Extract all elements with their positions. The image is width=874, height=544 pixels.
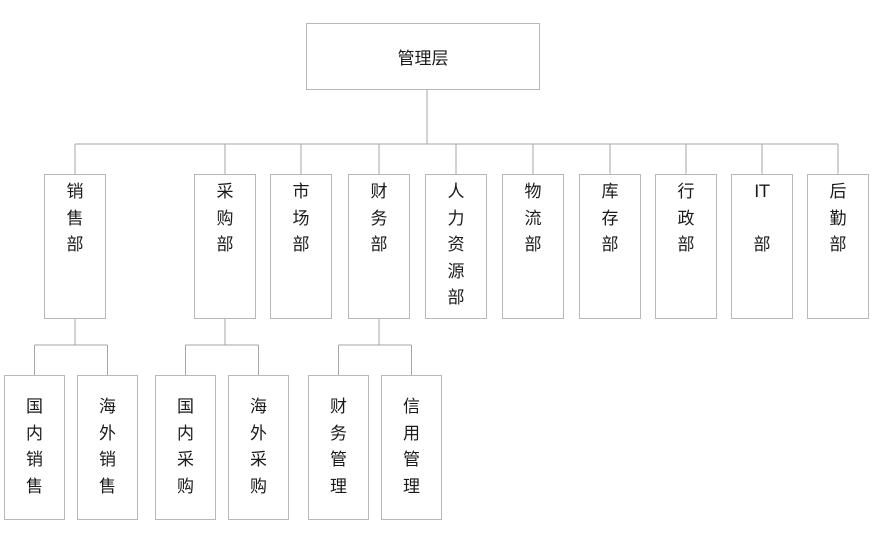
dept-node-8-label: IT 部 (753, 182, 771, 255)
child-node-0-1: 海 外 销 售 (77, 375, 138, 520)
dept-node-6-label: 库 存 部 (601, 182, 619, 255)
dept-node-5-label: 物 流 部 (524, 182, 542, 255)
dept-node-9: 后 勤 部 (807, 174, 869, 319)
child-node-0-1-label: 海 外 销 售 (99, 397, 116, 497)
dept-node-9-label: 后 勤 部 (829, 182, 847, 255)
dept-node-7: 行 政 部 (655, 174, 717, 319)
dept-node-1: 采 购 部 (194, 174, 256, 319)
child-node-3-1: 信 用 管 理 (381, 375, 442, 520)
dept-node-4-label: 人 力 资 源 部 (447, 182, 465, 308)
dept-node-3: 财 务 部 (348, 174, 410, 319)
dept-node-3-label: 财 务 部 (370, 182, 388, 255)
dept-node-2: 市 场 部 (270, 174, 332, 319)
dept-node-6: 库 存 部 (579, 174, 641, 319)
child-node-0-0: 国 内 销 售 (4, 375, 65, 520)
child-node-0-0-label: 国 内 销 售 (26, 397, 43, 497)
connector-lines (34, 90, 839, 375)
dept-node-0: 销 售 部 (44, 174, 106, 319)
dept-node-2-label: 市 场 部 (292, 182, 310, 255)
child-node-1-1: 海 外 采 购 (228, 375, 289, 520)
root-node-label: 管理层 (397, 49, 449, 69)
dept-node-7-label: 行 政 部 (677, 182, 695, 255)
dept-node-5: 物 流 部 (502, 174, 564, 319)
child-node-3-1-label: 信 用 管 理 (403, 397, 420, 497)
child-node-1-0: 国 内 采 购 (155, 375, 216, 520)
child-node-3-0: 财 务 管 理 (308, 375, 369, 520)
child-node-1-0-label: 国 内 采 购 (177, 397, 194, 497)
child-node-3-0-label: 财 务 管 理 (330, 397, 347, 497)
dept-node-1-label: 采 购 部 (216, 182, 234, 255)
child-node-1-1-label: 海 外 采 购 (250, 397, 267, 497)
dept-node-4: 人 力 资 源 部 (425, 174, 487, 319)
dept-node-8: IT 部 (731, 174, 793, 319)
root-node-management: 管理层 (306, 23, 540, 90)
dept-node-0-label: 销 售 部 (66, 182, 84, 255)
